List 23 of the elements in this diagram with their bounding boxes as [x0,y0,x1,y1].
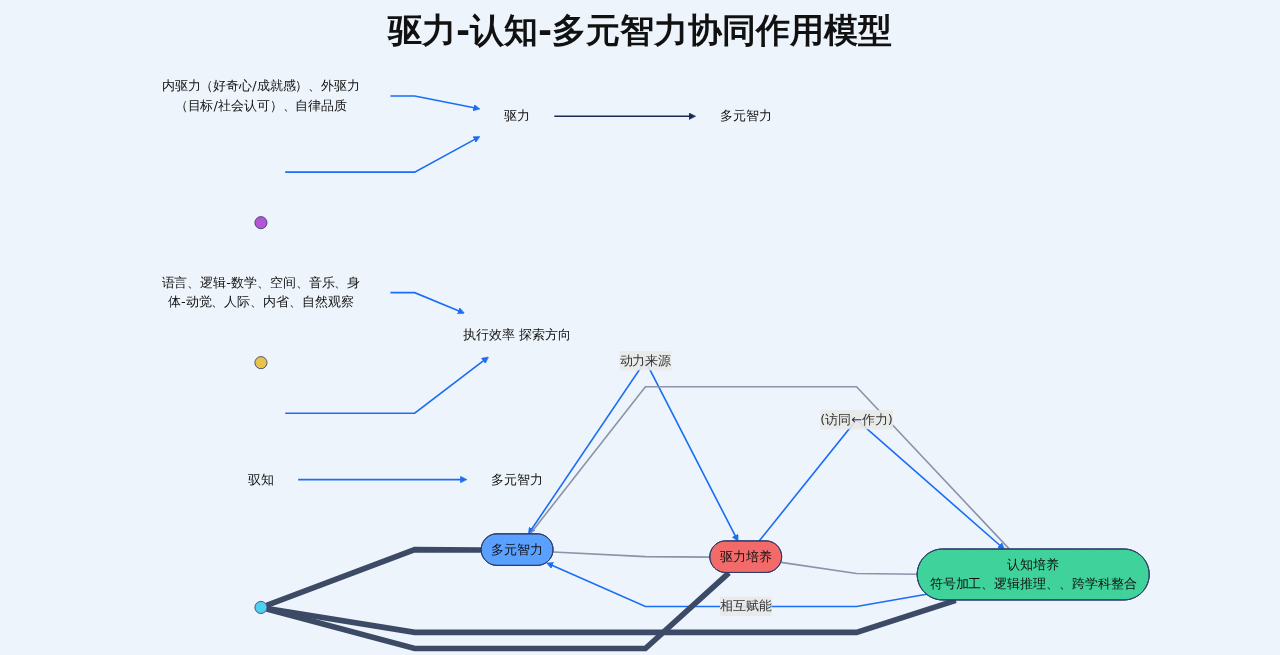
node-text: 内驱力（好奇心/成就感）、外驱力（目标/社会认可）、自律品质 [161,78,360,114]
node-text: 执行效率 探索方向 [462,327,571,343]
node-text: 多元智力 [490,471,543,487]
arrow [553,112,696,120]
node-text: 多元智力 [719,108,772,124]
edge-label: 相互赋能 [719,598,772,614]
connector [266,597,957,636]
node-circle [254,216,268,230]
edge-label: 动力来源 [619,352,671,369]
connector [552,551,711,558]
node-text: 语言、逻辑-数学、空间、音乐、身体-动觉、人际、内省、自然观察 [161,274,361,310]
node-text: 驱力 [503,108,530,124]
node-circle [254,601,268,614]
arrow [389,95,480,112]
diagram-title: 驱力-认知-多元智力协同作用模型 [387,9,893,52]
arrow [297,476,467,484]
edge-label: (访同←作力) [819,411,893,427]
node-circle [254,356,268,370]
arrow [389,291,465,315]
arrow [284,136,480,173]
node-text: 驭知 [247,471,274,487]
arrow [284,356,489,415]
connector [265,546,482,608]
